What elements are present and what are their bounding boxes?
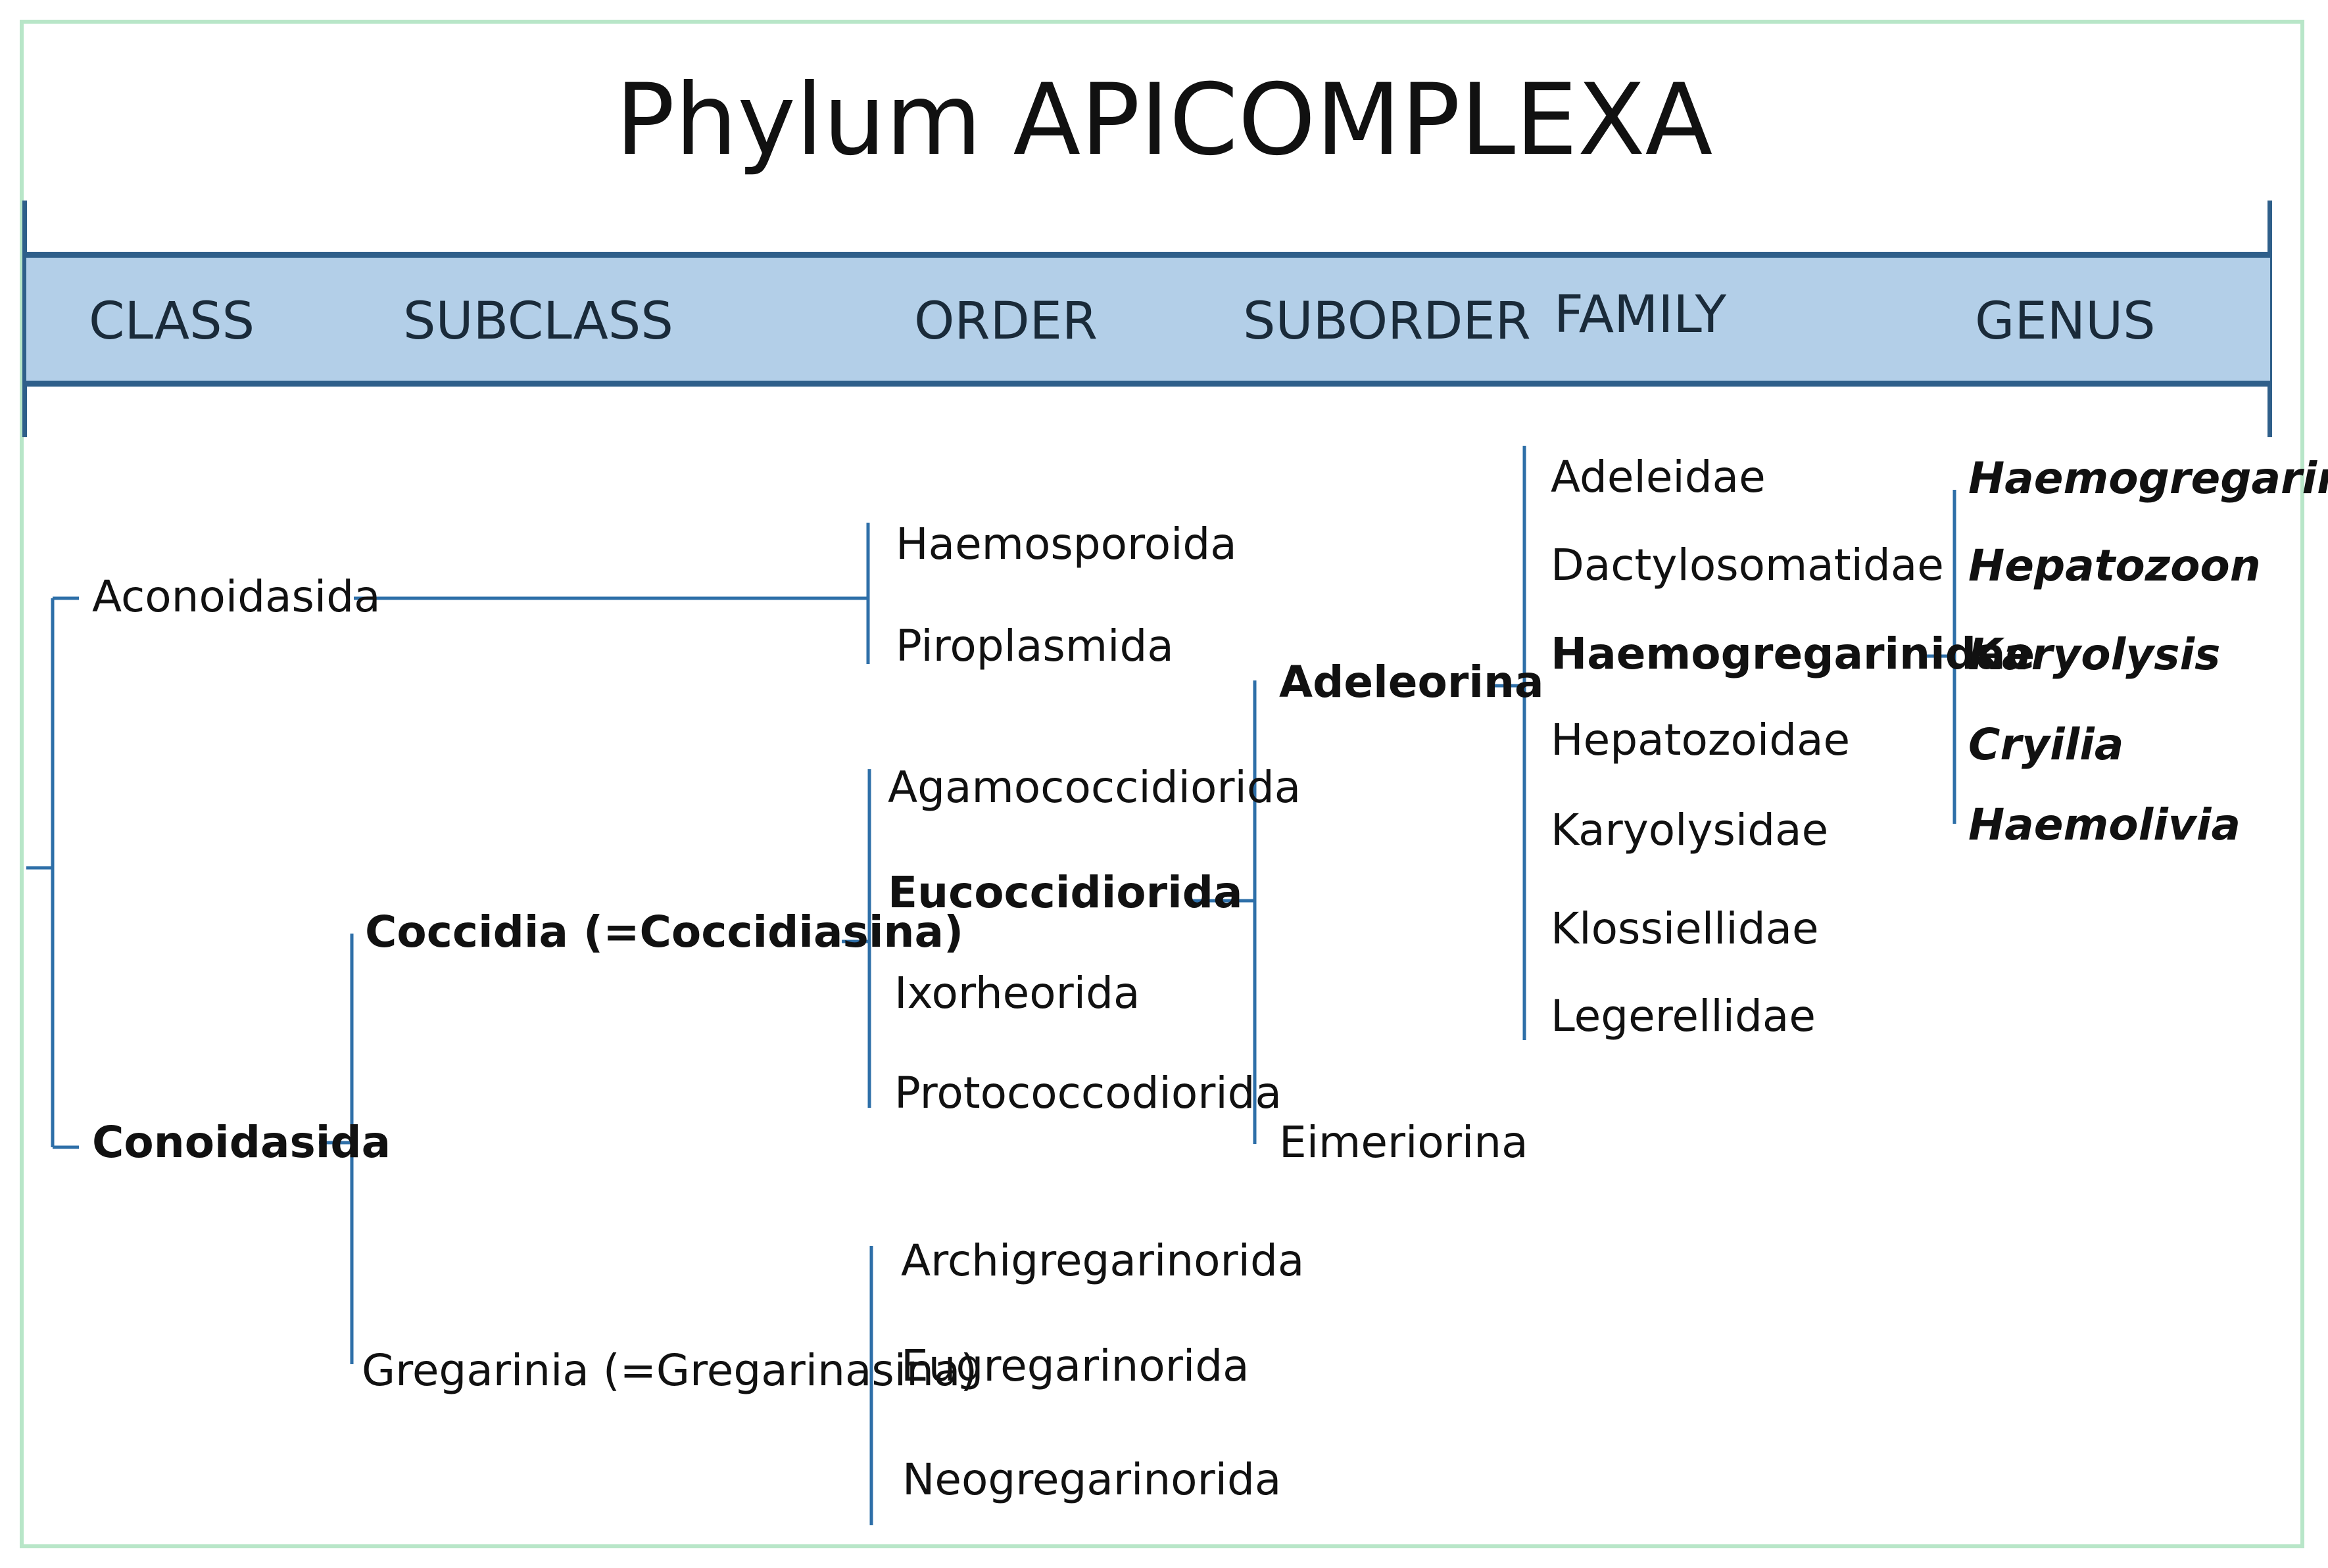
order-ixorheorida: Ixorheorida bbox=[894, 968, 1140, 1018]
family-hepatozoidae: Hepatozoidae bbox=[1551, 715, 1851, 765]
rank-header-subclass: SUBCLASS bbox=[403, 292, 673, 351]
rank-header-genus: GENUS bbox=[1975, 292, 2156, 351]
band-left-post bbox=[22, 201, 27, 437]
order-eugregarinorida: Eugregarinorida bbox=[901, 1341, 1249, 1391]
class-conoidasida: Conoidasida bbox=[92, 1117, 391, 1168]
genus-haemogregarina: Haemogregarina bbox=[1968, 453, 2328, 504]
genus-haemolivia: Haemolivia bbox=[1968, 799, 2241, 850]
rank-header-suborder: SUBORDER bbox=[1243, 292, 1531, 351]
family-haemogregarinidae: Haemogregarinidae bbox=[1551, 629, 2035, 679]
family-legerellidae: Legerellidae bbox=[1551, 991, 1816, 1041]
order-protococcodiorida: Protococcodiorida bbox=[894, 1068, 1282, 1118]
family-klossiellidae: Klossiellidae bbox=[1551, 903, 1819, 954]
diagram-frame bbox=[20, 20, 2304, 1548]
rank-header-band bbox=[26, 252, 2270, 387]
rank-header-family: FAMILY bbox=[1554, 285, 1727, 344]
genus-karyolysis: Karyolysis bbox=[1968, 629, 2221, 680]
class-aconoidasida: Aconoidasida bbox=[92, 571, 381, 622]
rank-header-class: CLASS bbox=[89, 292, 255, 351]
subclass-gregarinia: Gregarinia (=Gregarinasina) bbox=[362, 1345, 978, 1396]
subclass-coccidia: Coccidia (=Coccidiasina) bbox=[365, 907, 964, 957]
suborder-adeleorina: Adeleorina bbox=[1279, 657, 1544, 707]
genus-cryilia: Cryilia bbox=[1968, 719, 2124, 770]
order-neogregarinorida: Neogregarinorida bbox=[902, 1454, 1282, 1505]
diagram-title: Phylum APICOMPLEXA bbox=[615, 63, 1713, 178]
family-dactylosomatidae: Dactylosomatidae bbox=[1551, 540, 1944, 590]
rank-header-order: ORDER bbox=[914, 292, 1098, 351]
family-adeleidae: Adeleidae bbox=[1551, 452, 1766, 502]
order-agamococcidiorida: Agamococcidiorida bbox=[888, 762, 1301, 813]
genus-hepatozoon: Hepatozoon bbox=[1968, 540, 2261, 591]
order-archigregarinorida: Archigregarinorida bbox=[901, 1235, 1305, 1286]
suborder-eimeriorina: Eimeriorina bbox=[1279, 1117, 1528, 1168]
order-haemosporoida: Haemosporoida bbox=[896, 519, 1237, 569]
family-karyolysidae: Karyolysidae bbox=[1551, 805, 1829, 855]
order-eucoccidiorida: Eucoccidiorida bbox=[888, 867, 1243, 918]
order-piroplasmida: Piroplasmida bbox=[896, 621, 1174, 671]
